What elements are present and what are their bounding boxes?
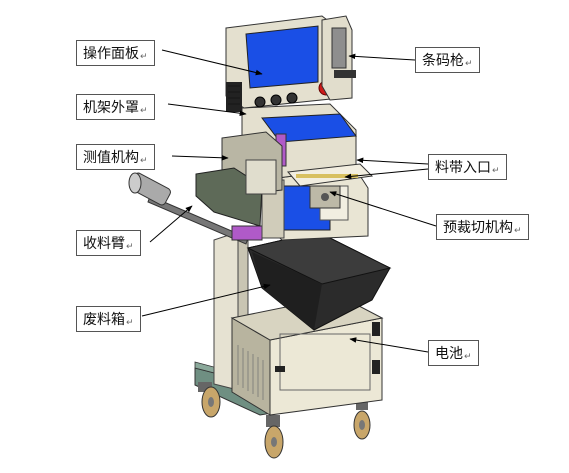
- label-pre-cutting-mechanism: 预裁切机构↵: [436, 214, 529, 240]
- label-measuring-mechanism: 测值机构↵: [76, 144, 155, 170]
- label-operation-panel-text: 操作面板: [83, 46, 139, 62]
- leader-measuring-mechanism: [171, 154, 229, 161]
- paragraph-mark: ↵: [492, 166, 500, 176]
- caster-right: [353, 398, 371, 440]
- paragraph-mark: ↵: [126, 242, 134, 252]
- label-waste-bin-text: 废料箱: [83, 312, 125, 328]
- leader-tape-inlet-2: [344, 168, 429, 180]
- label-pre-cutting-mechanism-text: 预裁切机构: [443, 220, 513, 236]
- label-battery: 电池↵: [428, 340, 479, 366]
- take-up-arm: [128, 172, 263, 245]
- label-frame-cover: 机架外罩↵: [76, 94, 155, 120]
- pre-cutting-mechanism: [309, 185, 341, 209]
- label-waste-bin: 废料箱↵: [76, 306, 141, 332]
- caster-left: [198, 382, 221, 418]
- tape-inlet: [287, 163, 374, 187]
- paragraph-mark: ↵: [140, 156, 148, 166]
- main-housing: [241, 103, 369, 241]
- measuring-mechanism: [195, 131, 283, 227]
- label-barcode-gun: 条码枪↵: [415, 47, 480, 73]
- leader-pre-cutting: [329, 191, 437, 227]
- label-frame-cover-text: 机架外罩: [83, 100, 139, 116]
- paragraph-mark: ↵: [464, 352, 472, 362]
- leader-lines: [141, 49, 437, 353]
- label-tape-inlet: 料带入口↵: [428, 154, 507, 180]
- caster-wheels: [198, 382, 371, 459]
- barcode-gun: [321, 15, 356, 101]
- leader-take-up-arm: [149, 205, 193, 243]
- leader-waste-bin: [141, 283, 271, 317]
- leader-battery: [349, 337, 429, 353]
- paragraph-mark: ↵: [140, 106, 148, 116]
- paragraph-mark: ↵: [465, 59, 473, 69]
- paragraph-mark: ↵: [126, 318, 134, 328]
- leader-tape-inlet-1: [356, 157, 429, 165]
- leader-barcode-gun: [348, 53, 416, 61]
- label-take-up-arm-text: 收料臂: [83, 236, 125, 252]
- label-take-up-arm: 收料臂↵: [76, 230, 141, 256]
- caster-front: [264, 415, 284, 459]
- paragraph-mark: ↵: [514, 226, 522, 236]
- label-measuring-mechanism-text: 测值机构: [83, 150, 139, 166]
- paragraph-mark: ↵: [140, 52, 148, 62]
- label-battery-text: 电池: [435, 346, 463, 362]
- leader-frame-cover: [167, 103, 247, 116]
- leader-operation-panel: [161, 49, 263, 76]
- label-tape-inlet-text: 料带入口: [435, 160, 491, 176]
- label-barcode-gun-text: 条码枪: [422, 53, 464, 69]
- label-operation-panel: 操作面板↵: [76, 40, 155, 66]
- operation-panel: [225, 15, 341, 112]
